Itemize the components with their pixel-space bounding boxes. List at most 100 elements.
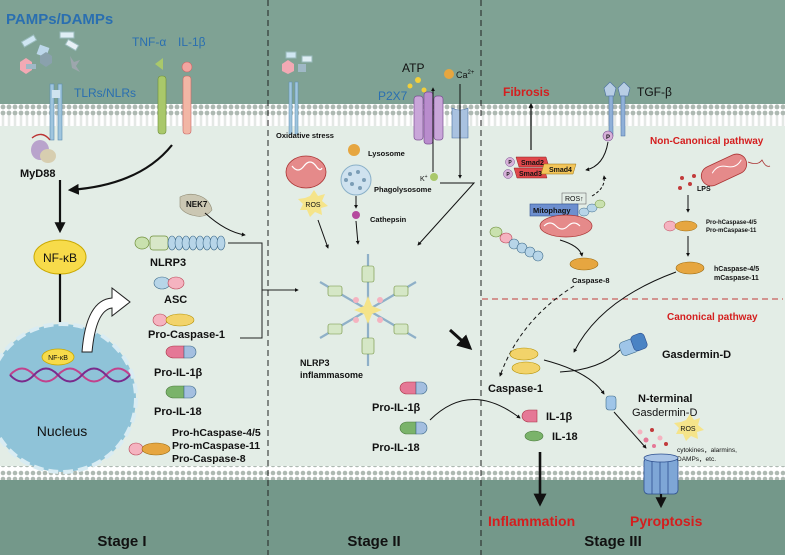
bacterium-icon <box>700 153 771 187</box>
pamp-molecules <box>20 31 80 74</box>
stage2-ros-label: ROS <box>305 202 321 209</box>
stage-3-label: Stage III <box>584 533 642 550</box>
stage-2-label: Stage II <box>347 533 400 550</box>
ca-icon <box>444 69 454 79</box>
oxidative-stress-label: Oxidative stress <box>276 131 334 140</box>
receptor-phospho-label: P <box>606 135 610 141</box>
pro-caspase1-protein <box>152 313 195 327</box>
nek7-protein <box>179 193 213 217</box>
release-particles <box>637 428 668 448</box>
caspase8-label: Caspase-8 <box>572 276 610 285</box>
pro-caspase-line-1: Pro-hCaspase-4/5 <box>172 427 261 439</box>
ros-up-label: ROS↑ <box>565 196 584 203</box>
pro-caspase-line-2: Pro-mCaspase-11 <box>172 440 260 452</box>
stage3-mitochondrion <box>539 214 593 238</box>
smad-phospho-label-1: P <box>508 160 512 166</box>
top-membrane <box>0 104 785 126</box>
il1b-icon <box>521 409 538 423</box>
cytokines-line-1: cytokines，alarmins, <box>677 447 737 454</box>
caspase1-label: Caspase-1 <box>488 383 543 395</box>
nlrp3-label: NLRP3 <box>150 257 186 269</box>
lps-dots <box>678 174 696 190</box>
lysosome-icon <box>348 144 360 156</box>
dashed-arrow-casp8-to-casp1 <box>499 285 575 377</box>
il1-receptor <box>181 61 193 135</box>
nfkb-nuclear-label: NF-κB <box>48 355 68 362</box>
myd88-label: MyD88 <box>20 168 55 180</box>
lysosome-label: Lysosome <box>368 149 405 158</box>
arrow-ion-to-inflammasome <box>417 182 476 246</box>
arrow-mito-to-inflammasome <box>317 219 329 249</box>
pamps-damps-title: PAMPs/DAMPs <box>6 11 113 28</box>
inflammasome-label-line-1: NLRP3 <box>300 358 330 368</box>
nterminal-icon <box>605 395 617 411</box>
pro-caspase1-label: Pro-Caspase-1 <box>148 329 225 341</box>
nlrp3-protein <box>134 235 226 251</box>
nek7-label: NEK7 <box>186 200 208 209</box>
arrow-to-caspase8 <box>559 239 584 257</box>
caspase8-icon <box>569 257 599 271</box>
gasdermin-d-icon <box>618 332 648 356</box>
myd88-protein <box>31 133 56 163</box>
k-ion-icon <box>430 173 438 181</box>
tnf-alpha-label: TNF-α <box>132 35 166 49</box>
arrow-casp1-to-gasdermin <box>543 359 605 395</box>
il1b-mature-label: IL-1β <box>546 411 573 423</box>
stage2-pro-il1b-label: Pro-IL-1β <box>372 402 421 414</box>
ca-label: Ca2+ <box>456 70 475 80</box>
pro-il1b-tail <box>183 345 197 359</box>
atp-dot-2 <box>407 83 413 89</box>
cathepsin-label: Cathepsin <box>370 215 407 224</box>
pro-caspase-line-3: Pro-Caspase-8 <box>172 453 246 465</box>
arrow-tgfb-to-smad <box>585 141 609 172</box>
arrow-nek7 <box>204 212 246 237</box>
phagolysosome-label: Phagolysosome <box>374 185 432 194</box>
asc-label: ASC <box>164 294 187 306</box>
caspase1-icon-b <box>511 361 541 375</box>
noncanonical-label: Non-Canonical pathway <box>650 136 764 147</box>
phagolysosome-icon <box>340 164 372 196</box>
stage2-pro-il1b-tail <box>415 381 428 395</box>
m11-label: mCaspase-11 <box>714 275 759 282</box>
pyroptosis-label: Pyroptosis <box>630 513 703 529</box>
cathepsin-icon <box>352 211 360 219</box>
smad3-label: Smad3 <box>519 171 542 178</box>
pro-il18-tail <box>183 385 197 399</box>
atp-dot-1 <box>415 77 421 83</box>
nfkb-label: NF-κB <box>43 251 77 265</box>
stage3-ros-label: ROS <box>680 426 696 433</box>
mitophagy-label: Mitophagy <box>533 206 571 215</box>
stage2-receptor <box>288 81 299 135</box>
stage3-nlrp3-strand <box>489 199 606 262</box>
gasdermin-d-label: Gasdermin-D <box>662 349 731 361</box>
il18-mature-label: IL-18 <box>552 431 578 443</box>
arrow-stage2-to-stage3 <box>448 328 473 351</box>
p2x7-label: P2X7 <box>378 89 408 103</box>
pro-il18-icon <box>165 385 185 399</box>
top-extracellular-band <box>0 0 785 104</box>
nlrp3-inflammasome <box>319 254 417 366</box>
tnf-receptor <box>155 58 167 135</box>
transcription-arrow <box>81 286 131 353</box>
stage2-pro-il18-label: Pro-IL-18 <box>372 442 420 454</box>
stage2-pro-il1b-icon <box>399 381 417 395</box>
pro-h45-label: Pro-hCaspase-4/5 <box>706 220 757 226</box>
pro-h45-pink-icon <box>663 220 677 232</box>
cytokines-line-2: DAMPs，etc. <box>677 456 716 463</box>
arrow-tnf-to-myd88 <box>67 144 173 195</box>
phagolysosome-dots <box>344 170 366 190</box>
tlrs-nlrs-label: TLRs/NLRs <box>74 86 136 100</box>
h45-label: hCaspase-4/5 <box>714 266 759 273</box>
pro-il1b-label: Pro-IL-1β <box>154 367 203 379</box>
atp-label: ATP <box>402 61 424 75</box>
p2x7-channel <box>413 91 444 145</box>
gasdermin-pore <box>643 453 679 495</box>
nfkb-nuclear <box>41 348 75 366</box>
stage-1-label: Stage I <box>97 533 146 550</box>
smad-phospho-label-2: P <box>506 172 510 178</box>
nterminal-label: N-terminal <box>638 393 692 405</box>
pro-m11-label: Pro-mCaspase-11 <box>706 228 757 234</box>
tgfb-label: TGF-β <box>637 85 672 99</box>
mitochondrion-icon <box>285 155 327 189</box>
